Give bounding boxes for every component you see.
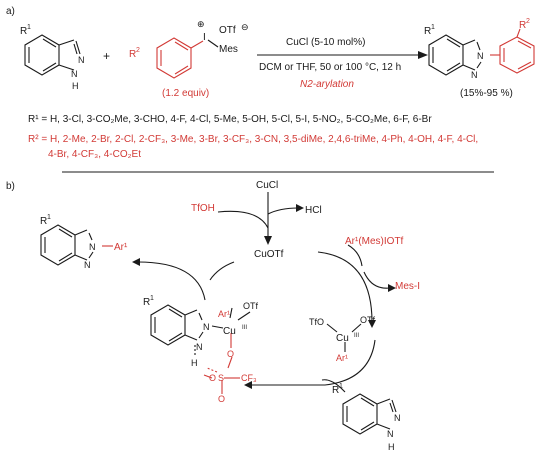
part-b-label: b) [6, 181, 15, 192]
cycle-indazole-r-label: R [332, 385, 339, 396]
cycle-product-aryl-label: Ar¹ [114, 242, 128, 253]
tfoh-label: TfOH [191, 203, 215, 214]
intermediate-s-label: S [218, 373, 224, 383]
cucl-label: CuCl [256, 180, 278, 191]
cycle-product-n2-label: N [84, 260, 91, 270]
reaction-arrowhead [418, 51, 428, 59]
indazole-r-sup: 1 [27, 24, 31, 31]
intermediate-o-cu-label: O [227, 349, 234, 359]
hcl-label: HCl [305, 205, 322, 216]
aryl-mes-iodonium-label: Ar¹(Mes)IOTf [345, 236, 404, 247]
cuotf-label: CuOTf [254, 249, 284, 260]
product-r2-sup: 2 [526, 18, 530, 25]
product-r1-label: R [424, 26, 431, 37]
product-n2-label: N [471, 70, 478, 80]
cycle-product-r-sup: 1 [47, 214, 51, 221]
triflate-label: OTf [219, 25, 236, 36]
cycle-product-indazole: R 1 N N Ar¹ [40, 214, 128, 270]
intermediate-aryl-label: Ar¹ [218, 309, 230, 319]
r1-substituent-list: R¹ = H, 3-Cl, 3-CO₂Me, 3-CHO, 4-F, 4-Cl,… [28, 114, 432, 125]
catalyst-condition: CuCl (5-10 mol%) [286, 37, 365, 48]
iodonium-equivalents: (1.2 equiv) [162, 88, 209, 99]
intermediate-h-label: H [191, 358, 198, 368]
cycle-indazole-n1-label: N [387, 429, 394, 439]
iodonium-r-sup: 2 [136, 47, 140, 54]
product-yield: (15%-95 %) [460, 88, 513, 99]
cycle-product-r-label: R [40, 216, 47, 227]
intermediate-n1-label: N [203, 322, 210, 332]
iodonium-r-label: R [129, 49, 136, 60]
intermediate-cf3-label: CF₃ [241, 373, 257, 383]
intermediate-o-left-label: O [209, 373, 216, 383]
complex-aryl-label: Ar¹ [336, 353, 348, 363]
mesityl-label: Mes [219, 44, 238, 55]
mes-i-label: Mes-I [395, 281, 420, 292]
product-r1-sup: 1 [431, 24, 435, 31]
intermediate-cu-label: Cu [223, 326, 236, 337]
cycle-product-n1-label: N [89, 242, 96, 252]
n2-aryl-indazole-product: R 1 N N R 2 (15%-95 %) [424, 18, 535, 99]
cycle-indazole-n2-label: N [394, 413, 401, 423]
cycle-indazole-h-label: H [388, 442, 395, 452]
intermediate-r-sup: 1 [150, 295, 154, 302]
r2-substituent-list-line2: 4-Br, 4-CF₃, 4-CO₂Et [48, 149, 141, 160]
cu-iii-indazole-intermediate: R 1 N N Ar¹ OTf Cu III H O O S O CF₃ [143, 295, 258, 404]
complex-cu-oxidation: III [354, 333, 359, 339]
r2-substituent-list-line1: R² = H, 2-Me, 2-Br, 2-Cl, 2-CF₃, 3-Me, 3… [28, 134, 478, 145]
intermediate-r-label: R [143, 297, 150, 308]
indazole-reactant: R 1 N N H [20, 24, 85, 91]
indazole-h-label: H [72, 81, 79, 91]
aryl-cu-iii-complex: TfO OTf Cu III Ar¹ [309, 315, 375, 363]
plus-sign: + [103, 49, 110, 63]
iodine-label: I [203, 32, 206, 43]
cycle-indazole-r-sup: 1 [339, 383, 343, 390]
complex-tfo-label: TfO [309, 317, 324, 327]
cycle-indazole-reactant: R 1 N N H [332, 383, 401, 452]
product-n1-label: N [477, 51, 484, 61]
indazole-n1-label: N [71, 69, 78, 79]
indazole-n2-label: N [78, 55, 85, 65]
intermediate-n2-label: N [196, 342, 203, 352]
complex-otf-label: OTf [360, 315, 375, 325]
product-r2-label: R [519, 20, 526, 31]
intermediate-cu-oxidation: III [242, 325, 247, 331]
intermediate-otf-label: OTf [243, 301, 258, 311]
indazole-r-label: R [20, 26, 27, 37]
iodonium-reactant: R 2 I ⊕ OTf ⊖ Mes (1.2 equiv) [129, 19, 249, 99]
complex-cu-label: Cu [336, 333, 349, 344]
cycle-arrows [132, 192, 396, 393]
iodonium-plus-sign: ⊕ [197, 19, 205, 29]
part-a-label: a) [6, 6, 15, 17]
reaction-type-label: N2-arylation [300, 79, 354, 90]
intermediate-o-bottom-label: O [218, 394, 225, 404]
solvent-condition: DCM or THF, 50 or 100 °C, 12 h [259, 62, 401, 73]
triflate-minus-sign: ⊖ [241, 22, 249, 32]
